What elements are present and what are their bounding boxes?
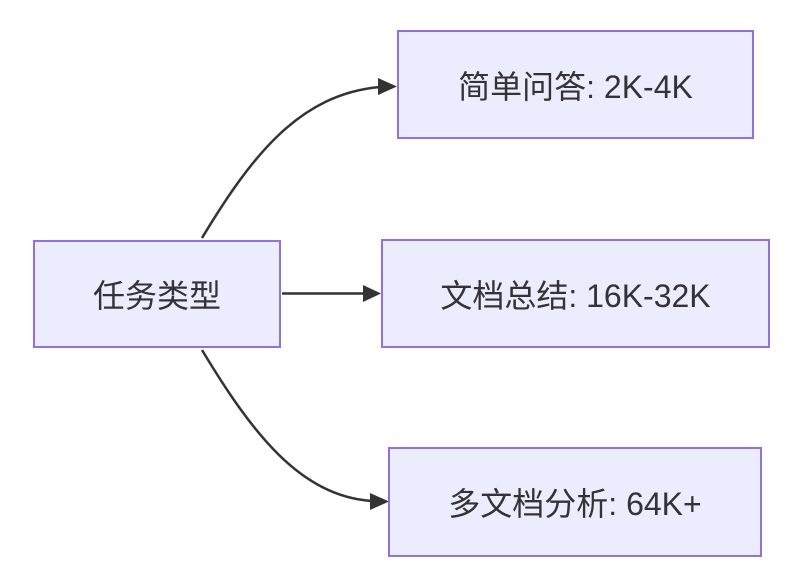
edge-root-to-child1: [200, 85, 381, 239]
arrowhead-icon: [363, 285, 381, 302]
edge-root-to-child3: [200, 349, 373, 503]
node-task-type: 任务类型: [33, 240, 281, 348]
node-label: 任务类型: [92, 278, 221, 314]
node-simple-qa: 简单问答: 2K-4K: [397, 30, 754, 139]
node-label: 简单问答: 2K-4K: [458, 68, 693, 105]
node-label: 文档总结: 16K-32K: [440, 277, 711, 314]
node-doc-summary: 文档总结: 16K-32K: [381, 239, 770, 348]
arrowhead-icon: [370, 493, 389, 510]
node-label: 多文档分析: 64K+: [448, 486, 702, 522]
arrowhead-icon: [378, 78, 397, 95]
node-multi-doc-analysis: 多文档分析: 64K+: [388, 447, 762, 557]
